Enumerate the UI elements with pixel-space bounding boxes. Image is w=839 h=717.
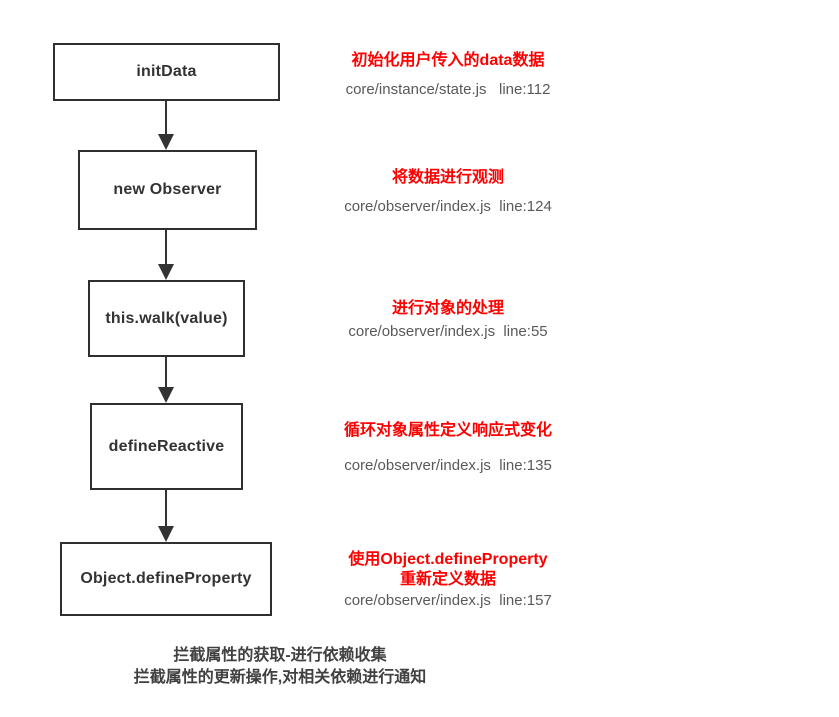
note-source-path: core/observer/index.js line:135 — [344, 457, 552, 474]
note-definereactive: 循环对象属性定义响应式变化 core/observer/index.js lin… — [308, 421, 588, 475]
note-new-observer: 将数据进行观测 core/observer/index.js line:124 — [308, 168, 588, 216]
note-red-text: 将数据进行观测 — [391, 169, 504, 186]
arrow-shaft — [165, 230, 167, 267]
note-this-walk: 进行对象的处理 core/observer/index.js line:55 — [308, 299, 588, 341]
note-red-text: 初始化用户传入的data数据 — [351, 52, 545, 69]
note-object-defineproperty: 使用Object.defineProperty 重新定义数据 core/obse… — [308, 550, 588, 610]
arrow-shaft — [165, 357, 167, 390]
arrow-shaft — [165, 101, 167, 137]
arrow-head — [158, 526, 174, 542]
down-arrow-icon — [158, 230, 174, 280]
footer-caption: 拦截属性的获取-进行依赖收集 拦截属性的更新操作,对相关依赖进行通知 — [0, 645, 560, 689]
arrow-head — [158, 264, 174, 280]
note-source-path: core/instance/state.js line:112 — [345, 81, 551, 98]
note-red-text: 循环对象属性定义响应式变化 — [343, 422, 552, 439]
note-initdata: 初始化用户传入的data数据 core/instance/state.js li… — [308, 51, 588, 99]
note-source-path: core/observer/index.js line:55 — [348, 323, 548, 340]
arrow-head — [158, 134, 174, 150]
note-red-text: 进行对象的处理 — [391, 300, 504, 317]
note-source-path: core/observer/index.js line:124 — [344, 198, 552, 215]
note-red-text: 使用Object.defineProperty — [348, 551, 548, 568]
arrow-head — [158, 387, 174, 403]
flow-box-initdata: initData — [53, 43, 280, 101]
note-source-path: core/observer/index.js line:157 — [344, 592, 552, 609]
footer-line-1: 拦截属性的获取-进行依赖收集 — [173, 647, 387, 664]
down-arrow-icon — [158, 490, 174, 542]
arrow-shaft — [165, 490, 167, 529]
flow-box-new-observer: new Observer — [78, 150, 257, 230]
flow-box-this-walk: this.walk(value) — [88, 280, 245, 357]
note-red-text: 重新定义数据 — [399, 571, 496, 588]
down-arrow-icon — [158, 357, 174, 403]
down-arrow-icon — [158, 101, 174, 150]
footer-line-2: 拦截属性的更新操作,对相关依赖进行通知 — [133, 669, 427, 686]
flow-box-object-defineproperty: Object.defineProperty — [60, 542, 272, 616]
flow-box-definereactive: defineReactive — [90, 403, 243, 490]
